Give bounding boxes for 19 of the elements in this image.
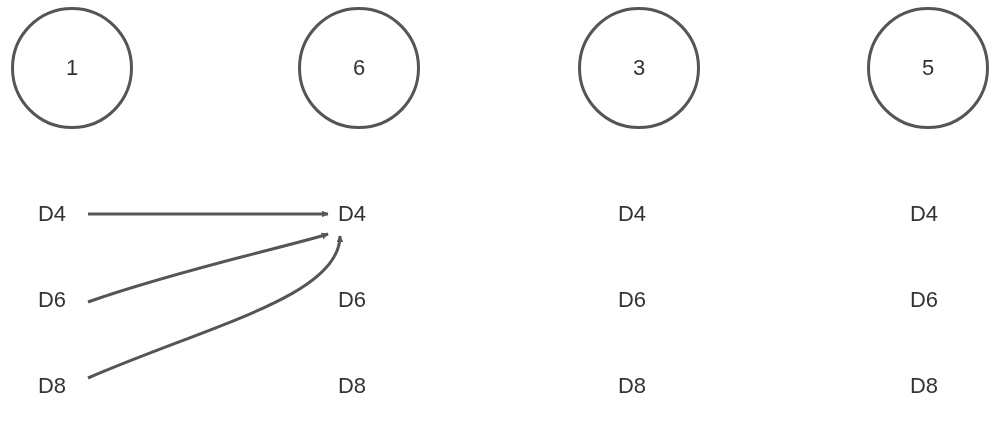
node-label: D8 [37,375,67,397]
node-label: D4 [617,203,647,225]
node-label: D8 [909,375,939,397]
arrow [87,232,329,304]
node-label: D4 [909,203,939,225]
node-label: 5 [921,57,935,79]
node-label: D6 [37,289,67,311]
node-label: 1 [65,57,79,79]
node-label: D4 [337,203,367,225]
node-label: D6 [617,289,647,311]
node-label: 3 [632,57,646,79]
node-label: D6 [909,289,939,311]
arrow [87,235,343,380]
node-label: D4 [37,203,67,225]
node-label: D6 [337,289,367,311]
node-label: D8 [617,375,647,397]
arrow [88,210,329,218]
node-label: 6 [352,57,366,79]
node-label: D8 [337,375,367,397]
